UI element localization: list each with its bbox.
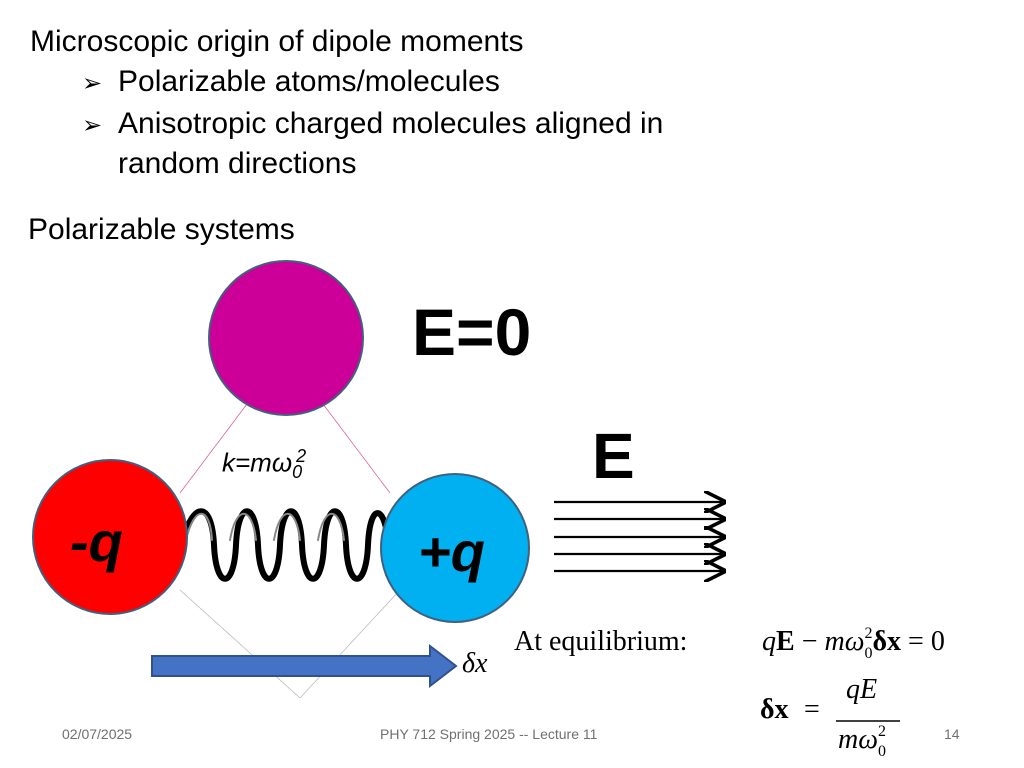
eq2-numerator-text: qE: [846, 674, 878, 705]
footer-date: 02/07/2025: [62, 726, 133, 742]
spring-sub: 0: [292, 461, 303, 482]
field-label: E: [592, 420, 635, 492]
eq1-delta-x: δx: [872, 626, 902, 657]
eq1-exp: 2: [864, 625, 873, 642]
guide-lines: [179, 399, 391, 494]
spring-constant-label: k=mω02: [222, 446, 306, 483]
eq1-equals: =: [908, 626, 924, 657]
negative-charge: [32, 459, 188, 615]
eq1-sub: 0: [864, 645, 873, 662]
arrow-bullet-icon: ➢: [82, 70, 103, 97]
eq2-delta-x: δx: [760, 694, 789, 725]
spring-eq: =m: [235, 447, 272, 478]
eq1-minus: −: [801, 626, 818, 657]
subheading: Polarizable systems: [28, 213, 295, 246]
footer-page-number: 14: [944, 726, 960, 742]
footer-course: PHY 712 Spring 2025 -- Lecture 11: [380, 726, 598, 742]
eq1-zero: 0: [930, 626, 945, 657]
eq1-omega: ω: [844, 626, 865, 657]
field-zero-label: E=0: [412, 295, 532, 369]
bullet-text: Anisotropic charged molecules aligned in: [118, 107, 664, 140]
spring-sup: 2: [296, 446, 307, 466]
spring-omega: ω: [271, 447, 293, 478]
eq2-denominator-sub: 0: [878, 743, 886, 760]
eq2-denominator-text: mω: [838, 724, 878, 755]
arrow-bullet-icon: ➢: [82, 112, 103, 139]
equilibrium-equation: qE − mω20δx = 0: [762, 625, 945, 662]
bullet-item: ➢ Polarizable atoms/molecules: [82, 64, 500, 102]
spring-highlight: [185, 512, 345, 541]
positive-charge: [380, 473, 530, 623]
positive-charge-label: +q: [418, 520, 485, 583]
bullet-text: Polarizable atoms/molecules: [118, 65, 500, 98]
equilibrium-label: At equilibrium:: [514, 626, 688, 657]
eq2-numerator: qE: [846, 674, 877, 706]
eq2-denominator: mω2 0: [838, 723, 886, 760]
spring-k: k: [222, 447, 235, 478]
slide-title: Microscopic origin of dipole moments: [30, 25, 524, 58]
eq1-E: E: [776, 626, 795, 657]
eq1-m: m: [824, 626, 845, 657]
eq1-q: q: [762, 626, 776, 657]
displacement-label: δx: [462, 648, 488, 679]
eq2-denominator-exp: 2: [878, 723, 886, 740]
eq2-equals: =: [804, 694, 820, 725]
bullet-continuation: random directions: [118, 147, 357, 180]
displacement-arrow: [151, 643, 458, 689]
spring: [179, 508, 391, 582]
negative-charge-label: -q: [70, 510, 123, 573]
field-arrows: [554, 502, 724, 571]
neutral-atom: [208, 260, 364, 416]
guide-lines-lower: [179, 589, 401, 699]
bullet-item: ➢ Anisotropic charged molecules aligned i…: [82, 106, 663, 144]
